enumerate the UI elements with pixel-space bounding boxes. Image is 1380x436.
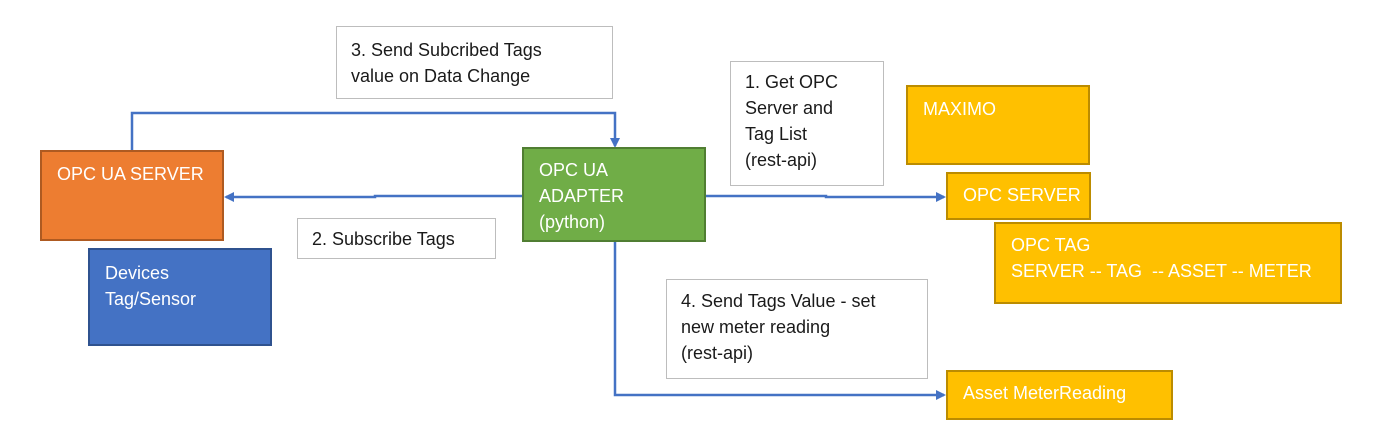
note-step-1-line: 1. Get OPC [745,72,839,92]
opc-ua-adapter-node: OPC UA ADAPTER (python) [522,147,706,242]
note-step-4-line: (rest-api) [681,343,754,363]
opc-tag-node: OPC TAG SERVER -- TAG -- ASSET -- METER [994,222,1342,304]
note-step-1-line: Server and [745,98,834,118]
devices-label: Devices [105,263,170,283]
devices-node: Devices Tag/Sensor [88,248,272,346]
note-step-3-line: value on Data Change [351,66,531,86]
note-step-1: 1. Get OPC Server and Tag List (rest-api… [730,61,884,186]
connector-adapter-to-meter-reading [613,242,946,400]
asset-meter-reading-label: Asset MeterReading [963,383,1127,403]
opc-tag-label: OPC TAG [1011,235,1091,255]
opc-server-label: OPC SERVER [963,185,1081,205]
opc-ua-server-node: OPC UA SERVER [40,150,224,241]
connector-adapter-to-opc-server [705,192,946,202]
note-step-4-line: 4. Send Tags Value - set [681,291,876,311]
maximo-node: MAXIMO [906,85,1090,165]
note-step-3: 3. Send Subcribed Tags value on Data Cha… [336,26,613,99]
connector-server-to-adapter [130,111,620,150]
maximo-label: MAXIMO [923,99,997,119]
note-step-2: 2. Subscribe Tags [297,218,496,259]
note-step-2-line: 2. Subscribe Tags [312,229,455,249]
opc-server-node: OPC SERVER [946,172,1091,220]
opc-tag-label: SERVER -- TAG -- ASSET -- METER [1011,261,1312,281]
opc-ua-adapter-label: ADAPTER [539,186,625,206]
note-step-4-line: new meter reading [681,317,831,337]
asset-meter-reading-node: Asset MeterReading [946,370,1173,420]
note-step-4: 4. Send Tags Value - set new meter readi… [666,279,928,379]
opc-ua-server-label: OPC UA SERVER [57,164,204,184]
note-step-3-line: 3. Send Subcribed Tags [351,40,542,60]
connector-adapter-to-server [224,192,522,202]
devices-label: Tag/Sensor [105,289,197,309]
opc-ua-adapter-label: OPC UA [539,160,609,180]
note-step-1-line: Tag List [745,124,808,144]
note-step-1-line: (rest-api) [745,150,818,170]
opc-ua-adapter-label: (python) [539,212,606,232]
